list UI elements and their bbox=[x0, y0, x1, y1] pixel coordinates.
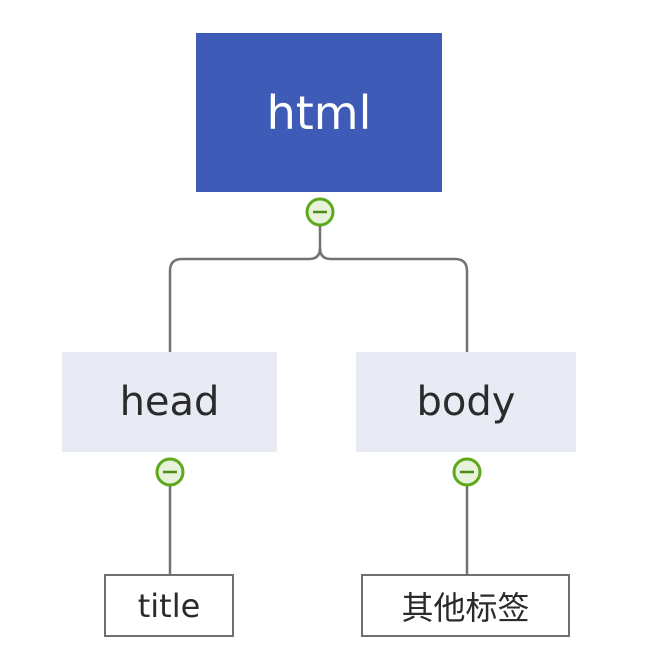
node-head[interactable]: head bbox=[62, 352, 277, 452]
collapse-minus-icon[interactable] bbox=[155, 457, 185, 487]
connector-html-body bbox=[318, 247, 469, 352]
collapse-minus-icon[interactable] bbox=[305, 197, 335, 227]
node-body[interactable]: body bbox=[356, 352, 576, 452]
collapse-minus-icon[interactable] bbox=[452, 457, 482, 487]
node-other-tags[interactable]: 其他标签 bbox=[361, 574, 570, 637]
connector-html-head bbox=[168, 212, 322, 352]
node-title[interactable]: title bbox=[104, 574, 234, 637]
node-html[interactable]: html bbox=[196, 33, 442, 192]
